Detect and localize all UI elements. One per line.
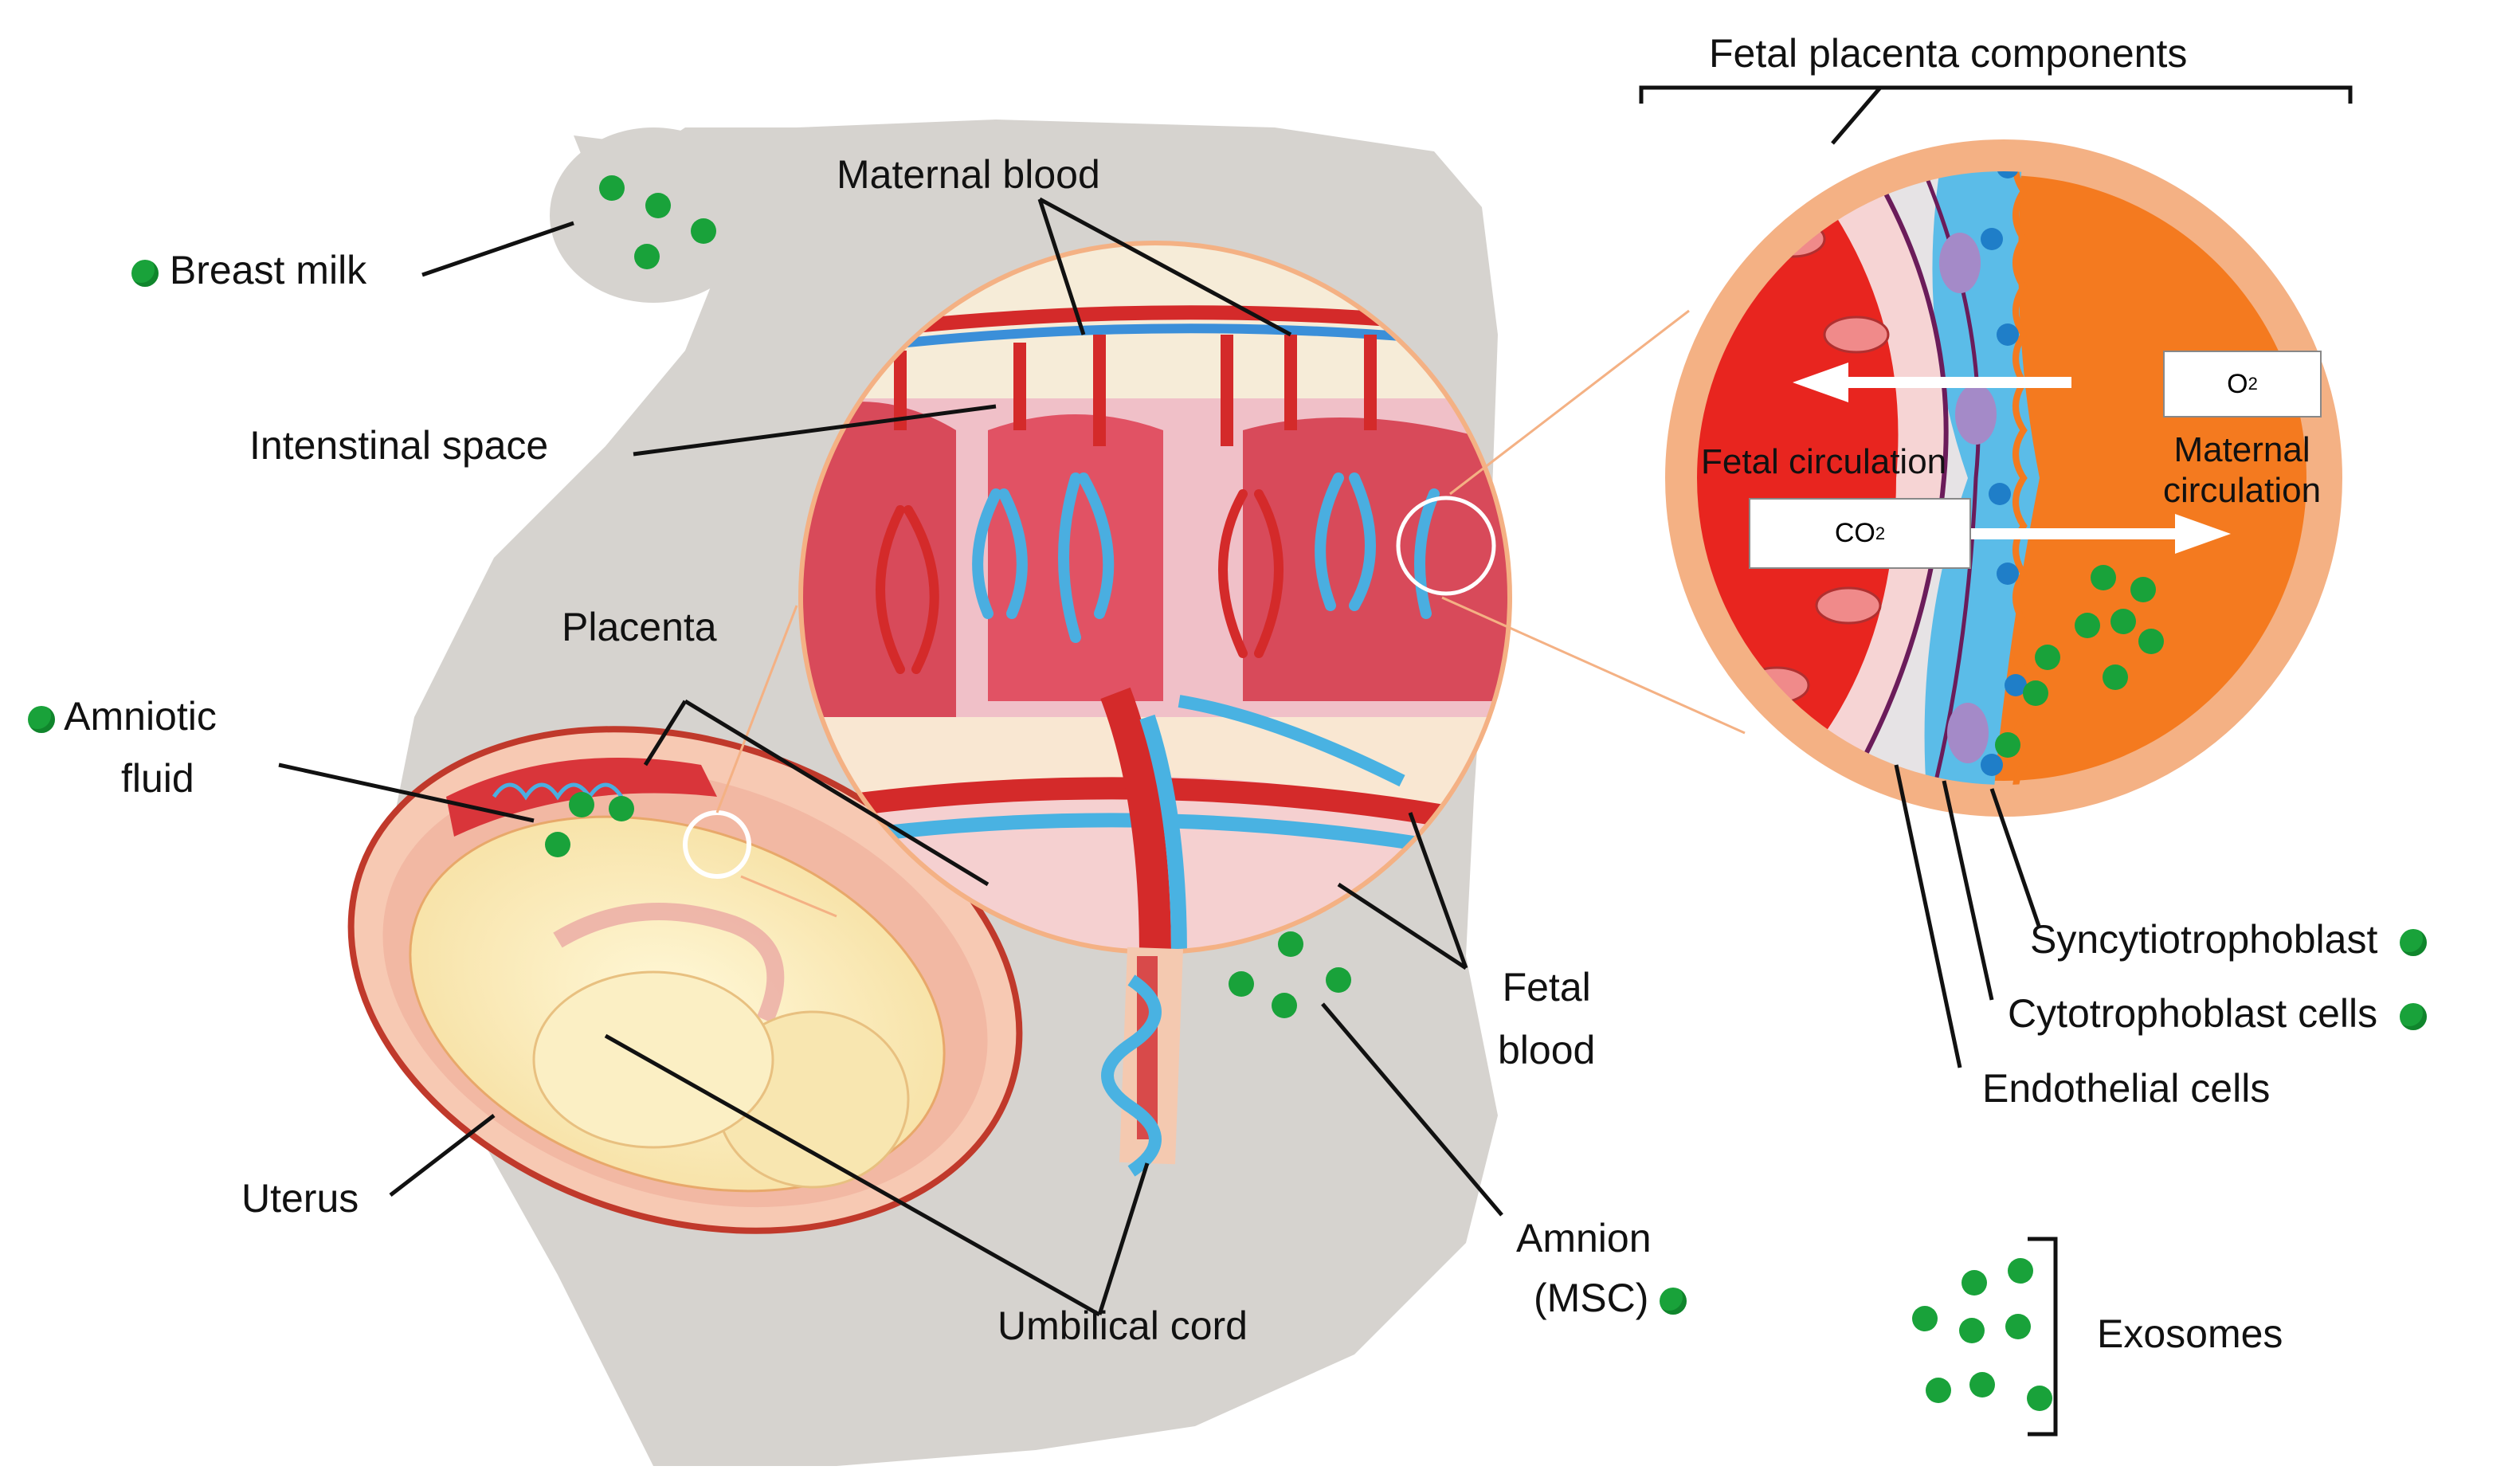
- label-syncytiotrophoblast: Syncytiotrophoblast: [2030, 916, 2428, 963]
- maternal-circulation-text-1: Maternal: [2173, 430, 2310, 469]
- exosome-dots: [545, 175, 2164, 1411]
- exosome-marker-dot: [2400, 1002, 2428, 1030]
- label-amniotic-fluid-line2: fluid: [121, 756, 194, 801]
- exosome-marker-dot: [28, 705, 55, 733]
- label-cytotrophoblast: Cytotrophoblast cells: [2008, 990, 2428, 1037]
- cytotrophoblast-text: Cytotrophoblast cells: [2008, 991, 2378, 1036]
- o2-subscript: 2: [2248, 374, 2258, 394]
- exosome-dot: [1959, 1318, 1985, 1343]
- co2-subscript: 2: [1875, 523, 1886, 543]
- fetal-blood-text-2: blood: [1498, 1028, 1596, 1072]
- exosome-dot: [2035, 645, 2060, 670]
- label-intestinal-space: Intenstinal space: [249, 423, 549, 468]
- exosome-dot: [1912, 1306, 1938, 1331]
- exosome-dot: [569, 792, 594, 817]
- o2-text: O: [2227, 368, 2248, 399]
- exosome-dot: [2130, 577, 2156, 602]
- exosome-dot: [2110, 609, 2136, 634]
- label-amnion: Amnion: [1516, 1216, 1652, 1260]
- exosome-dot: [1278, 931, 1303, 957]
- exosome-dot: [1229, 971, 1254, 997]
- umbilical-cord-graphic: [1101, 947, 1183, 1177]
- exosome-dot: [2027, 1386, 2052, 1411]
- exosome-dot: [2091, 565, 2116, 590]
- exosome-dot: [2138, 629, 2164, 654]
- exosome-dot: [1969, 1372, 1995, 1397]
- co2-text: CO: [1834, 518, 1875, 548]
- amniotic-text-1: Amniotic: [64, 694, 217, 739]
- exosome-dot: [609, 796, 634, 821]
- exosome-dot: [1995, 732, 2020, 758]
- zoom-connector-lines: [715, 309, 1746, 918]
- exosome-marker-dot: [2400, 928, 2428, 956]
- leader-lines: [278, 85, 2353, 1437]
- label-maternal-circulation: Maternal circulation: [2163, 430, 2321, 511]
- label-breast-milk: Breast milk: [131, 247, 366, 294]
- label-fetal-blood: Fetal blood: [1498, 964, 1595, 1074]
- exosome-marker-dot: [1660, 1287, 1687, 1315]
- exosome-dot: [1962, 1270, 1987, 1296]
- syncytiotrophoblast-text: Syncytiotrophoblast: [2030, 917, 2378, 962]
- exosome-dot: [645, 193, 671, 218]
- exosome-dot: [1272, 993, 1297, 1018]
- label-fetal-circulation: Fetal circulation: [1701, 442, 1947, 481]
- exosome-dot: [691, 218, 716, 244]
- fetal-blood-text-1: Fetal: [1502, 965, 1591, 1009]
- exosome-dot: [2005, 1314, 2031, 1339]
- exosome-dot: [2103, 664, 2128, 690]
- label-maternal-blood: Maternal blood: [837, 152, 1100, 197]
- label-amnion-msc: (MSC): [1534, 1275, 1687, 1322]
- label-exosomes: Exosomes: [2097, 1311, 2283, 1356]
- exosome-dot: [2008, 1258, 2033, 1284]
- amnion-msc-text: (MSC): [1534, 1276, 1649, 1320]
- label-umbilical-cord: Umbilical cord: [997, 1303, 1248, 1348]
- label-uterus: Uterus: [241, 1176, 359, 1221]
- exosome-dot: [634, 244, 660, 269]
- breast-milk-text: Breast milk: [169, 248, 367, 292]
- label-amniotic-fluid: Amniotic: [28, 693, 217, 740]
- label-placenta: Placenta: [562, 605, 717, 649]
- exosome-dot: [1326, 967, 1351, 993]
- exosome-dot: [1926, 1378, 1951, 1403]
- label-endothelial: Endothelial cells: [1982, 1066, 2271, 1111]
- figure-title: Fetal placenta components: [1709, 31, 2188, 76]
- maternal-circulation-text-2: circulation: [2163, 470, 2322, 510]
- exosome-dot: [545, 832, 570, 857]
- exosome-dot: [599, 175, 625, 201]
- exosome-dot: [2023, 680, 2048, 706]
- exosome-dot: [2075, 613, 2100, 638]
- placenta-magnified-circle: [798, 241, 1512, 955]
- exosome-marker-dot: [131, 259, 159, 287]
